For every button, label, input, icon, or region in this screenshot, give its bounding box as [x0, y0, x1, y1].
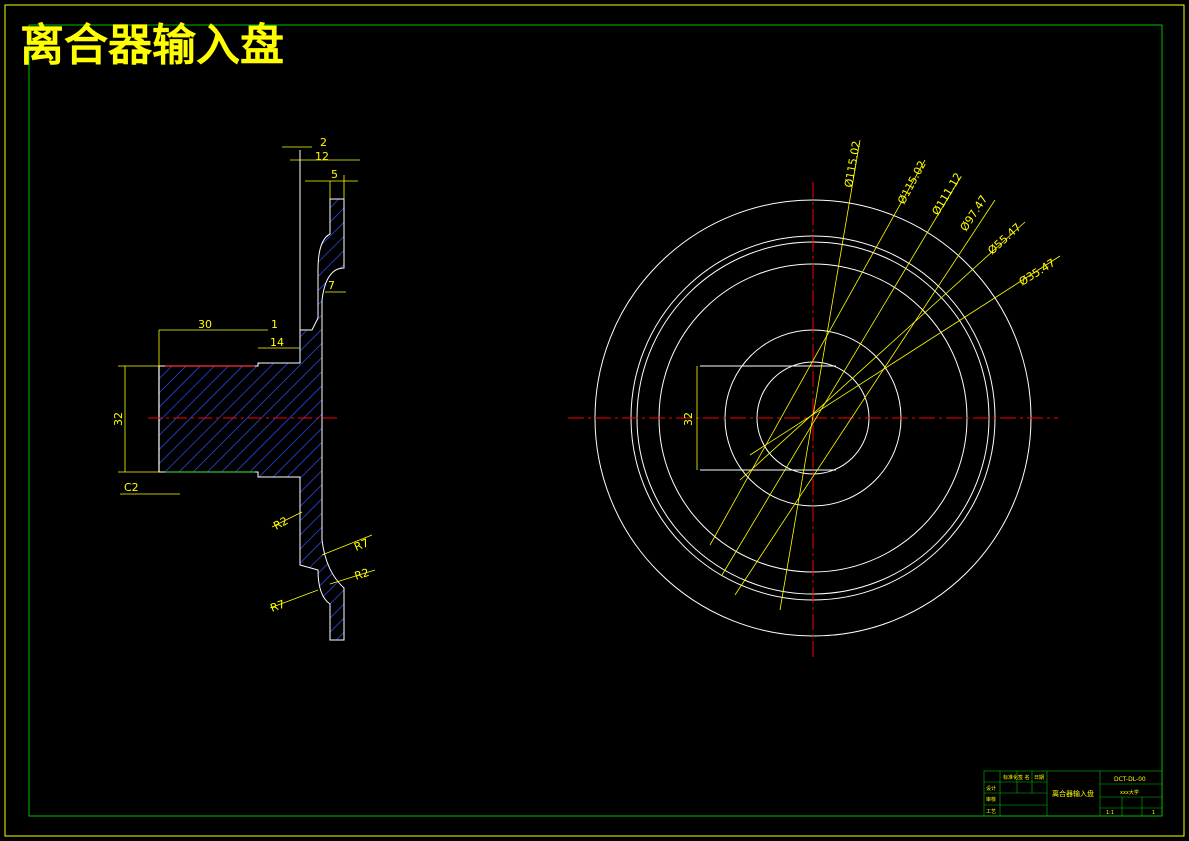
tb-col-1: 标准化 — [1003, 774, 1018, 781]
tb-row-3: 工艺 — [986, 809, 996, 815]
outer-border — [4, 4, 1185, 837]
tb-row-1: 设计 — [986, 785, 996, 792]
dia-97-47: Ø97.47 — [958, 193, 991, 234]
section-dimension-labels: 2 12 5 7 30 1 14 32 C2 R2 R7 R2 R7 — [112, 136, 371, 615]
dim-14: 14 — [270, 336, 284, 349]
dim-12: 12 — [315, 150, 329, 163]
dia-115-02-b: Ø115.02 — [895, 159, 929, 207]
dim-2: 2 — [320, 136, 327, 149]
section-body — [158, 198, 345, 641]
dim-32-front: 32 — [682, 412, 695, 426]
dim-5: 5 — [331, 168, 338, 181]
dim-30: 30 — [198, 318, 212, 331]
dim-c2: C2 — [124, 481, 139, 494]
drawing-title: 离合器输入盘 — [20, 20, 284, 71]
dia-35-47: Ø35.47 — [1017, 256, 1058, 288]
radius-r2-lower: R2 — [353, 566, 371, 583]
tb-col-2: 签 名 — [1018, 774, 1030, 781]
title-block-text: 标准化 签 名 日期 设计 审核 工艺 离合器输入盘 DCT-DL-00 xxx… — [986, 774, 1155, 816]
dim-7: 7 — [328, 279, 335, 292]
title-block — [983, 770, 1163, 817]
inner-frame — [28, 24, 1163, 817]
tb-sheet: 1 — [1152, 810, 1155, 816]
radius-r2-upper: R2 — [271, 514, 290, 532]
dia-111-12: Ø111.12 — [929, 170, 964, 217]
dia-55-47: Ø55.47 — [985, 221, 1024, 258]
section-view — [148, 150, 345, 641]
tb-row-2: 审核 — [986, 796, 996, 803]
tb-school: xxx大学 — [1120, 789, 1139, 796]
tb-col-3: 日期 — [1034, 775, 1044, 781]
dim-32-section: 32 — [112, 412, 125, 426]
tb-drawing-no: DCT-DL-00 — [1114, 776, 1146, 783]
dim-1: 1 — [271, 318, 278, 331]
section-dimensions — [118, 146, 376, 609]
tb-part-name: 离合器输入盘 — [1052, 789, 1094, 798]
radius-r7-right: R7 — [352, 536, 370, 554]
radius-r7-left: R7 — [269, 598, 287, 615]
diameter-leaders — [696, 139, 1061, 611]
dia-115-02-a: Ø115.02 — [842, 140, 863, 189]
tb-scale: 1:1 — [1106, 810, 1114, 816]
